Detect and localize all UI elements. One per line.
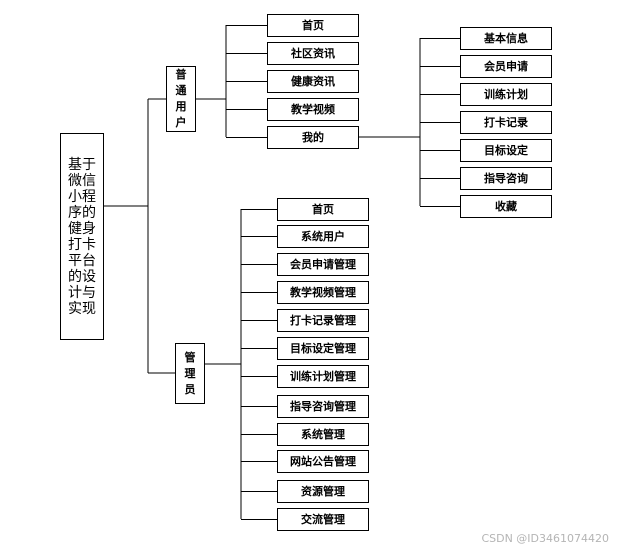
user-module-node-mine: 我的 [267,126,359,149]
admin-module-node: 指导咨询管理 [277,395,369,418]
admin-role-node: 管理员 [175,343,205,404]
admin-module-node: 交流管理 [277,508,369,531]
user-module-node: 健康资讯 [267,70,359,93]
admin-module-node: 系统管理 [277,423,369,446]
mine-sub-node: 收藏 [460,195,552,218]
admin-module-node: 系统用户 [277,225,369,248]
mine-sub-node: 基本信息 [460,27,552,50]
mine-sub-node: 指导咨询 [460,167,552,190]
mine-sub-node: 打卡记录 [460,111,552,134]
user-module-node: 社区资讯 [267,42,359,65]
admin-module-node: 打卡记录管理 [277,309,369,332]
admin-module-node: 网站公告管理 [277,450,369,473]
user-module-node: 首页 [267,14,359,37]
root-node: 基于微信小程序的健身打卡平台的设计与实现 [60,133,104,340]
admin-module-node: 教学视频管理 [277,281,369,304]
admin-module-node: 目标设定管理 [277,337,369,360]
mine-sub-node: 训练计划 [460,83,552,106]
admin-module-node: 首页 [277,198,369,221]
mine-sub-node: 会员申请 [460,55,552,78]
admin-module-node: 训练计划管理 [277,365,369,388]
user-role-node: 普通用户 [166,66,196,132]
watermark: CSDN @ID3461074420 [481,532,609,545]
mine-sub-node: 目标设定 [460,139,552,162]
admin-module-node: 资源管理 [277,480,369,503]
user-module-node: 教学视频 [267,98,359,121]
admin-module-node: 会员申请管理 [277,253,369,276]
